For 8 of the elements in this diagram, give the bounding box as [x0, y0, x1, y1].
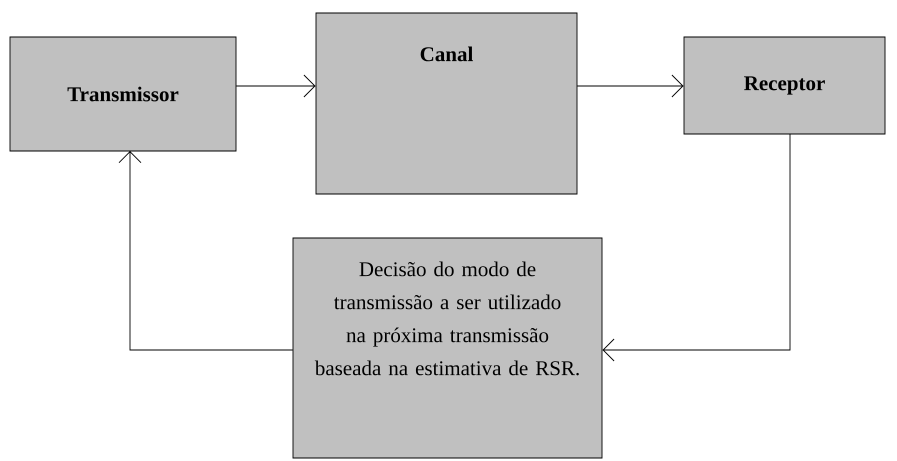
arrow	[577, 74, 684, 98]
process-box: Transmissor	[10, 36, 236, 152]
arrow	[118, 151, 293, 350]
process-box: Canal	[316, 12, 578, 194]
arrow	[236, 74, 316, 98]
process-box: Decisão do modo de transmissão a ser utilizado na próxima transmissão baseada na estimativa de RSR.	[292, 238, 602, 458]
arrow	[602, 134, 790, 362]
process-box: Receptor	[684, 36, 886, 134]
